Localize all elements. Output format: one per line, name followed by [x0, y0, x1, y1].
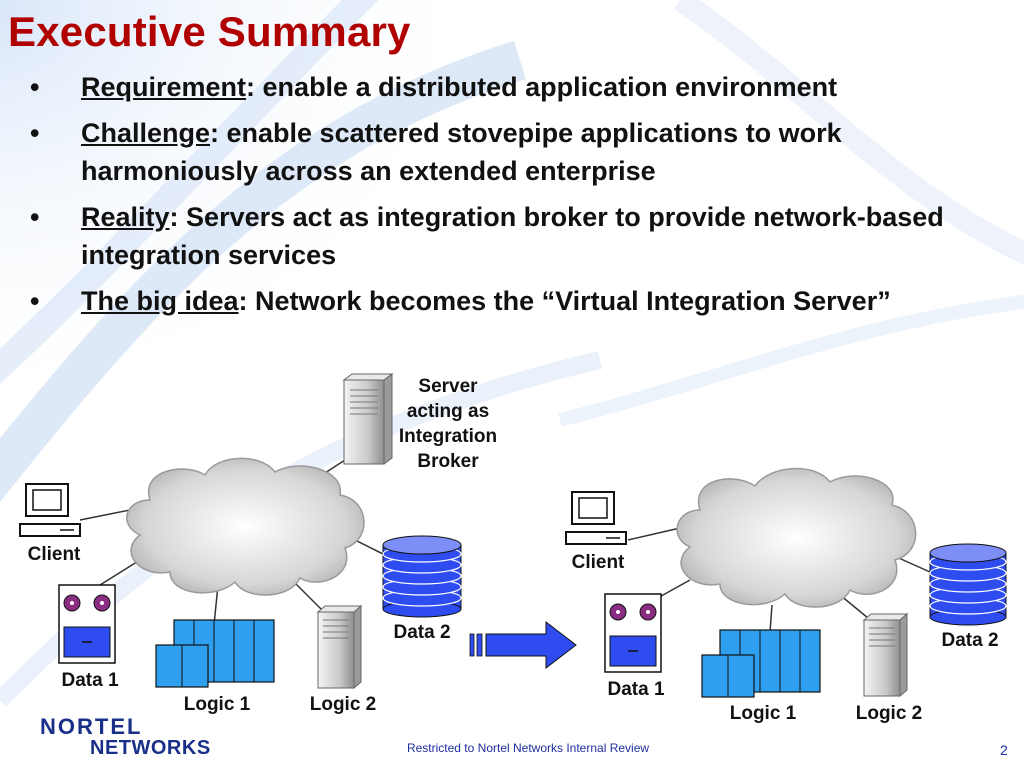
- link-line: [99, 559, 141, 586]
- bullet-term: Requirement: [81, 72, 247, 102]
- link-line: [79, 509, 131, 521]
- logic1-label: Logic 1: [183, 694, 251, 715]
- logo-wordmark-top: NORTEL: [40, 714, 143, 739]
- client-label: Client: [27, 544, 81, 565]
- tape-drive-icon: [58, 584, 116, 664]
- logic-server-icon: [862, 612, 909, 698]
- bullet-term: The big idea: [81, 286, 239, 316]
- bullet-text: : enable scattered stovepipe application…: [81, 118, 842, 186]
- database-disk-stack-icon: [382, 535, 462, 618]
- logo-wordmark-bottom: NETWORKS: [90, 737, 211, 759]
- tape-drive-icon: [604, 593, 662, 673]
- page-number: 2: [1000, 742, 1008, 758]
- logic-cluster-icon: [701, 629, 821, 698]
- bullet-marker: •: [30, 202, 40, 232]
- client-computer-icon: [565, 491, 627, 545]
- data1-label: Data 1: [607, 679, 665, 700]
- link-line: [839, 594, 869, 619]
- logic-cluster-icon: [155, 619, 275, 688]
- link-line: [627, 527, 681, 541]
- left-topology: [19, 373, 462, 690]
- bullet-term: Reality: [81, 202, 170, 232]
- server-icon: [342, 373, 394, 465]
- bullet-text: : enable a distributed application envir…: [246, 72, 838, 102]
- data2-label: Data 2: [941, 630, 999, 651]
- transition-arrow-icon: [469, 620, 577, 670]
- client-computer-icon: [19, 483, 81, 537]
- bullet-text: : Servers act as integration broker to p…: [81, 202, 944, 270]
- network-cloud: [126, 457, 365, 596]
- data2-label: Data 2: [393, 622, 451, 643]
- bullet-marker: •: [30, 118, 40, 148]
- server-label: Server acting as Integration Broker: [398, 376, 498, 472]
- link-line: [769, 604, 773, 633]
- bullet-marker: •: [30, 72, 40, 102]
- data1-label: Data 1: [61, 670, 119, 691]
- footer-notice: Restricted to Nortel Networks Internal R…: [406, 741, 650, 755]
- database-disk-stack-icon: [929, 543, 1007, 626]
- bullet-term: Challenge: [81, 118, 211, 148]
- client-label: Client: [571, 552, 625, 573]
- page-title: Executive Summary: [8, 8, 411, 55]
- logic-server-icon: [316, 604, 363, 690]
- logic2-label: Logic 2: [309, 694, 377, 715]
- right-topology: [565, 467, 1007, 698]
- nortel-networks-logo: NORTEL NETWORKS: [40, 714, 210, 764]
- logic1-label: Logic 1: [729, 703, 797, 724]
- network-cloud: [676, 467, 917, 608]
- bullet-text: : Network becomes the “Virtual Integrati…: [238, 286, 891, 316]
- bullet-marker: •: [30, 286, 40, 316]
- logic2-label: Logic 2: [855, 703, 923, 724]
